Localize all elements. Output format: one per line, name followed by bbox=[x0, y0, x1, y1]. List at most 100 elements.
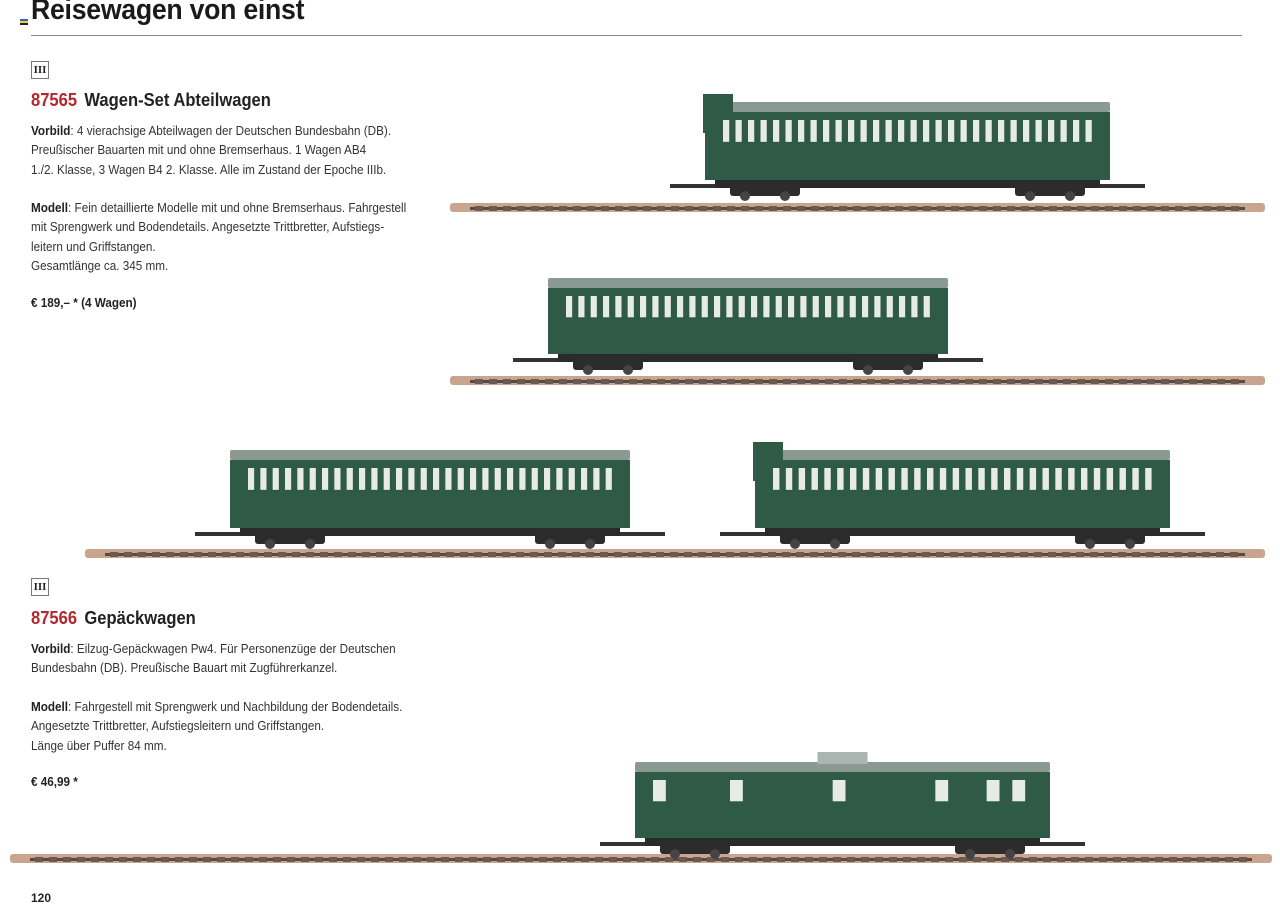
body bbox=[230, 460, 630, 528]
track-sleeper bbox=[1049, 206, 1057, 211]
text-line: : 4 vierachsige Abteilwagen der Deutsche… bbox=[70, 123, 392, 138]
text-line: mit Sprengwerk und Bodendetails. Angeset… bbox=[31, 219, 385, 235]
track-sleeper bbox=[502, 552, 510, 557]
track-sleeper bbox=[455, 857, 463, 862]
track-sleeper bbox=[441, 857, 449, 862]
track-sleeper bbox=[685, 206, 693, 211]
track-sleeper bbox=[1155, 857, 1163, 862]
wheel bbox=[863, 365, 873, 375]
track-sleeper bbox=[250, 552, 258, 557]
wheel bbox=[583, 365, 593, 375]
text-line: Preußischer Bauarten mit und ohne Bremse… bbox=[31, 142, 367, 158]
track-sleeper bbox=[1007, 206, 1015, 211]
track-sleeper bbox=[488, 552, 496, 557]
track-sleeper bbox=[825, 206, 833, 211]
track-sleeper bbox=[1132, 552, 1140, 557]
track-sleeper bbox=[609, 857, 617, 862]
track-sleeper bbox=[684, 552, 692, 557]
window bbox=[1029, 468, 1037, 490]
track-sleeper bbox=[517, 379, 525, 384]
wheel bbox=[585, 539, 595, 549]
track-sleeper bbox=[1133, 379, 1141, 384]
track-sleeper bbox=[1043, 857, 1051, 862]
wheel bbox=[670, 849, 680, 859]
wheel bbox=[830, 539, 840, 549]
track-sleeper bbox=[1189, 379, 1197, 384]
track-sleeper bbox=[707, 857, 715, 862]
track-sleeper bbox=[867, 206, 875, 211]
window bbox=[898, 120, 905, 142]
track-sleeper bbox=[147, 857, 155, 862]
track-sleeper bbox=[945, 857, 953, 862]
window bbox=[837, 468, 844, 490]
track bbox=[450, 203, 1265, 212]
track-sleeper bbox=[769, 379, 777, 384]
window bbox=[773, 120, 780, 142]
track-sleeper bbox=[1063, 379, 1071, 384]
window bbox=[973, 120, 980, 142]
window bbox=[1085, 120, 1092, 142]
vorbild-description: Vorbild: Eilzug-Gepäckwagen Pw4. Für Per… bbox=[31, 639, 396, 678]
track-sleeper bbox=[643, 379, 651, 384]
window bbox=[566, 296, 573, 318]
window bbox=[798, 120, 805, 142]
track-sleeper bbox=[936, 552, 944, 557]
track-sleeper bbox=[203, 857, 211, 862]
window bbox=[735, 120, 742, 142]
track-sleeper bbox=[189, 857, 197, 862]
window bbox=[952, 468, 960, 490]
track-sleeper bbox=[1175, 379, 1183, 384]
window bbox=[911, 296, 918, 318]
window bbox=[714, 296, 721, 318]
window bbox=[482, 468, 489, 490]
window bbox=[507, 468, 514, 490]
wheel bbox=[623, 365, 633, 375]
track-sleeper bbox=[881, 379, 889, 384]
track-sleeper bbox=[446, 552, 454, 557]
track-sleeper bbox=[754, 552, 762, 557]
track-sleeper bbox=[1021, 379, 1029, 384]
track-sleeper bbox=[615, 206, 623, 211]
window bbox=[837, 296, 844, 318]
roof bbox=[705, 102, 1110, 112]
window bbox=[627, 296, 634, 318]
track-sleeper bbox=[475, 206, 483, 211]
track-sleeper bbox=[530, 552, 538, 557]
track-sleeper bbox=[1035, 206, 1043, 211]
track-sleeper bbox=[600, 552, 608, 557]
text-line: Bundesbahn (DB). Preußische Bauart mit Z… bbox=[31, 660, 338, 676]
track-sleeper bbox=[657, 206, 665, 211]
track-sleeper bbox=[791, 857, 799, 862]
product-name: Gepäckwagen bbox=[84, 608, 196, 628]
wheel bbox=[1125, 539, 1135, 549]
window bbox=[935, 780, 949, 802]
track-sleeper bbox=[643, 206, 651, 211]
track-sleeper bbox=[909, 206, 917, 211]
window bbox=[923, 120, 930, 142]
track-sleeper bbox=[810, 552, 818, 557]
window bbox=[886, 296, 893, 318]
window bbox=[1012, 780, 1026, 802]
track-sleeper bbox=[1217, 206, 1225, 211]
wheel bbox=[740, 191, 750, 201]
track-sleeper bbox=[1211, 857, 1219, 862]
track-sleeper bbox=[861, 857, 869, 862]
window bbox=[848, 120, 855, 142]
article-number: 87566 bbox=[31, 608, 78, 628]
window bbox=[823, 120, 830, 142]
window bbox=[1004, 468, 1011, 490]
track-sleeper bbox=[503, 379, 511, 384]
track-sleeper bbox=[166, 552, 174, 557]
track-sleeper bbox=[1169, 857, 1177, 862]
track-sleeper bbox=[699, 379, 707, 384]
roof bbox=[635, 762, 1050, 772]
track-sleeper bbox=[287, 857, 295, 862]
track-sleeper bbox=[1007, 379, 1015, 384]
window bbox=[927, 468, 934, 490]
window bbox=[653, 780, 666, 802]
window bbox=[260, 468, 267, 490]
window bbox=[677, 296, 684, 318]
track-sleeper bbox=[1091, 206, 1099, 211]
